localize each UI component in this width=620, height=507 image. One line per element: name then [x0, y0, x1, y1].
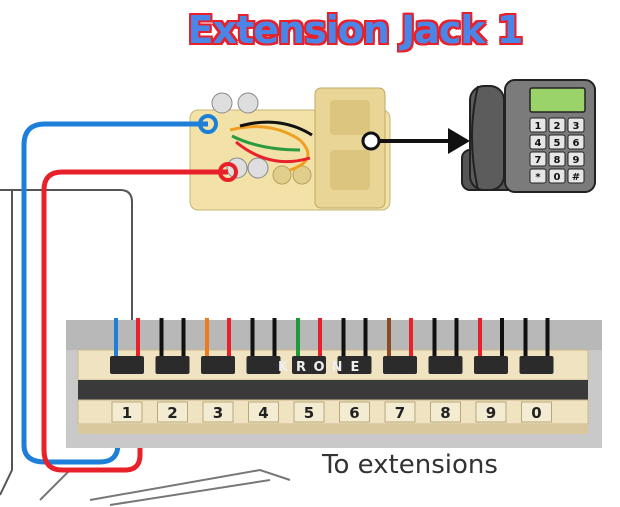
- keypad-key-label: 1: [535, 121, 542, 132]
- slot-label: 3: [213, 404, 223, 422]
- blue-wire: [21, 121, 208, 465]
- keypad-key-label: 2: [554, 121, 561, 132]
- keypad-key: [567, 168, 585, 184]
- keypad-key-label: 5: [554, 138, 561, 149]
- slot-label: 0: [531, 404, 541, 422]
- keypad-key: [529, 151, 547, 167]
- slot-plate: [248, 401, 279, 423]
- red-wire: [41, 169, 228, 473]
- keypad-key: [548, 134, 566, 150]
- keypad-key-label: 6: [573, 138, 580, 149]
- keypad-key-label: 4: [535, 138, 542, 149]
- slot-plate: [111, 401, 143, 423]
- keypad-key: [567, 117, 585, 133]
- slot-contact: [246, 356, 281, 374]
- keypad-key-label: *: [535, 172, 541, 183]
- grey-cable: [0, 189, 133, 335]
- slot-label: 7: [395, 404, 405, 422]
- grey-cable-lower: [0, 190, 13, 496]
- blue-terminal: [198, 114, 218, 134]
- slot-contact: [519, 356, 554, 374]
- page-title: Extension Jack 1: [187, 8, 524, 52]
- arrow-head-icon: [448, 128, 470, 154]
- keypad-key: [529, 168, 547, 184]
- keypad-key-label: 9: [573, 155, 580, 166]
- slot-label: 1: [122, 404, 132, 422]
- slot-plate: [521, 401, 552, 423]
- keypad-key: [567, 151, 585, 167]
- slot-contact: [474, 356, 508, 374]
- keypad-key-label: 7: [535, 155, 542, 166]
- slot-contact: [155, 356, 190, 374]
- slot-label: 6: [349, 404, 359, 422]
- slot-contact: [337, 356, 372, 374]
- slot-plate: [157, 401, 188, 423]
- caption-to-extensions: To extensions: [322, 450, 498, 480]
- slot-label: 9: [486, 404, 496, 422]
- phone-port-marker: [361, 131, 381, 151]
- telephone-icon: 1 2 3 4 5 6 7 8 9 * 0 #: [461, 79, 596, 193]
- slot-label: 8: [440, 404, 450, 422]
- slot-label: 4: [258, 404, 268, 422]
- keypad-key: [529, 134, 547, 150]
- keypad-key-label: 3: [573, 121, 580, 132]
- brand-letter: E: [351, 360, 360, 375]
- keypad-key-label: #: [572, 172, 580, 183]
- slot-contact: [428, 356, 463, 374]
- keypad-key: [567, 134, 585, 150]
- extension-jack: [189, 87, 391, 211]
- keypad-key: [548, 117, 566, 133]
- brand-letter: O: [313, 360, 324, 375]
- slot-contact: [110, 356, 144, 374]
- bottom-cable-sketch: [39, 468, 291, 506]
- keypad-key: [548, 168, 566, 184]
- slot-plate: [202, 401, 234, 423]
- red-terminal: [218, 162, 238, 182]
- keypad-key: [529, 117, 547, 133]
- slot-label: 2: [167, 404, 177, 422]
- slot-plate: [430, 401, 461, 423]
- keypad-key-label: 0: [554, 172, 561, 183]
- brand-letter: N: [332, 360, 343, 375]
- brand-letter: K: [278, 360, 289, 375]
- slot-plate: [475, 401, 507, 423]
- keypad-key: [548, 151, 566, 167]
- slot-plate: [293, 401, 325, 423]
- slot-plate: [339, 401, 370, 423]
- slot-plate: [384, 401, 416, 423]
- brand-letter: R: [296, 360, 306, 375]
- slot-contact: [201, 356, 235, 374]
- slot-label: 5: [304, 404, 314, 422]
- slot-contact: [292, 356, 326, 374]
- keypad-key-label: 8: [554, 155, 561, 166]
- slot-contact: [383, 356, 417, 374]
